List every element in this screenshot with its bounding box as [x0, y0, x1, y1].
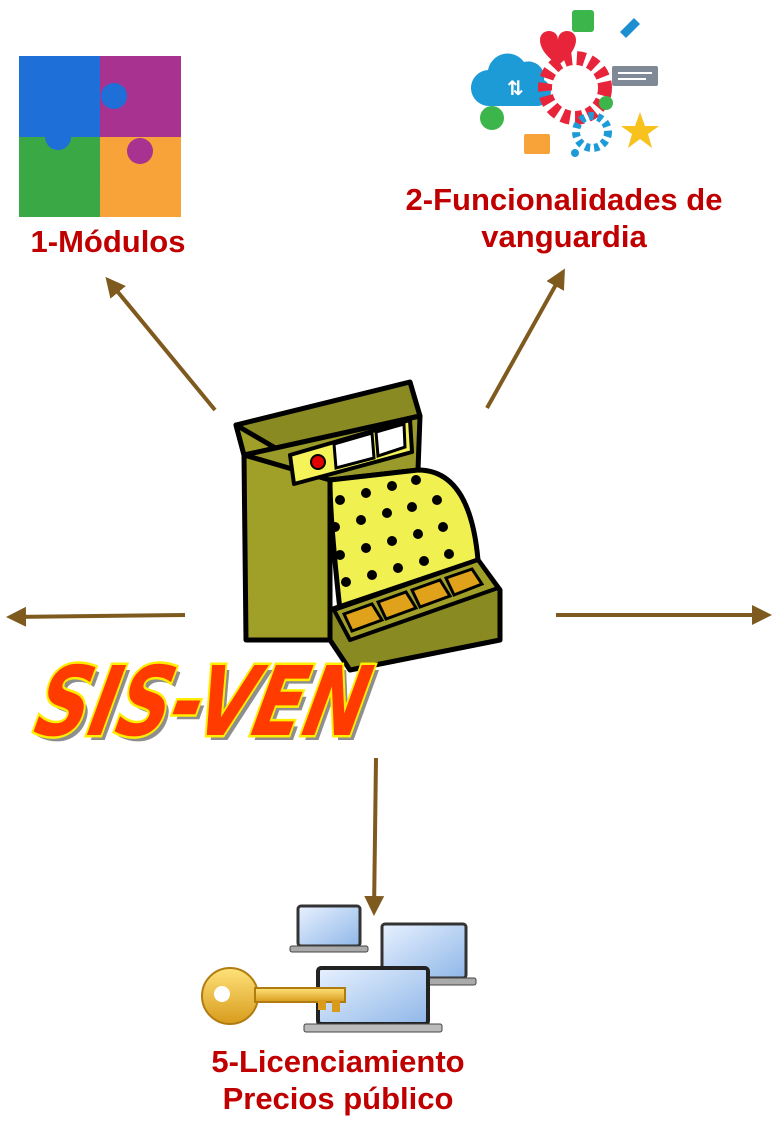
label-licenciamiento-line1: 5-Licenciamiento — [211, 1044, 465, 1079]
arrow-to-licenciamiento — [364, 757, 385, 916]
svg-text:⇅: ⇅ — [507, 76, 524, 100]
label-funcionalidades-line2: vanguardia — [481, 219, 647, 255]
label-licenciamiento: 5-Licenciamiento Precios público — [138, 1043, 538, 1117]
gears-social-icon: ⇅ — [470, 10, 659, 157]
label-funcionalidades-line1: 2-Funcionalidades de — [405, 182, 723, 217]
puzzle-icon — [19, 56, 181, 217]
label-modulos: 1-Módulos — [30, 224, 186, 259]
brand-logo: SIS-VEN SIS-VEN — [24, 643, 385, 763]
license-key-laptops-icon — [201, 904, 477, 1033]
arrow-left — [6, 606, 186, 627]
svg-text:SIS-VEN: SIS-VEN — [27, 646, 381, 758]
arrow-to-funcionalidades — [485, 268, 565, 409]
label-funcionalidades: 2-Funcionalidades de vanguardia — [362, 181, 766, 255]
label-licenciamiento-line2: Precios público — [222, 1081, 454, 1117]
arrow-to-modulos — [105, 276, 217, 412]
svg-text:SIS-VEN: SIS-VEN — [31, 651, 385, 763]
cash-register-image — [233, 379, 503, 673]
